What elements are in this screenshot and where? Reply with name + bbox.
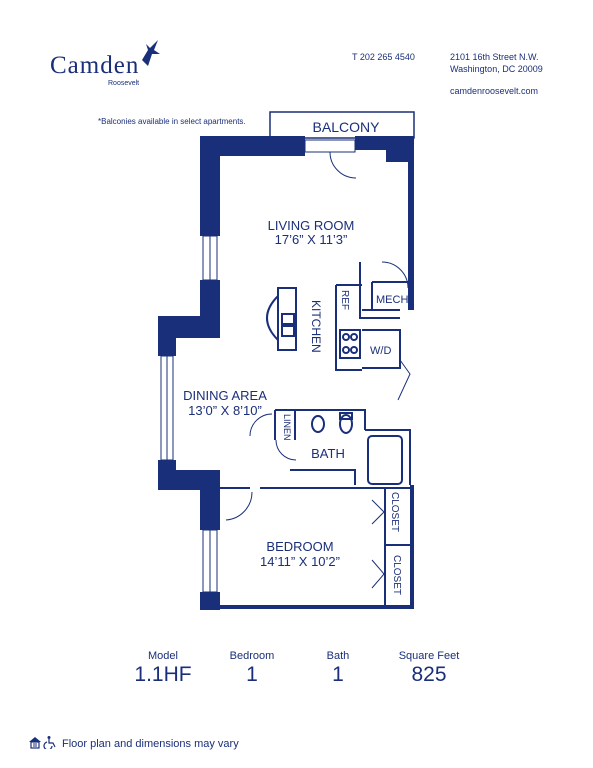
spec-value-square-feet: 825 [411,663,447,686]
linen-label: LINEN [282,414,292,441]
living-room-dimensions: 17’6” X 11’3” [275,232,348,247]
footer-icons [28,735,58,754]
wd-label: W/D [370,345,391,357]
contact-website[interactable]: camdenroosevelt.com [450,86,539,96]
spec-label-bedroom: Bedroom [229,650,275,662]
ref-label: REF [339,290,350,310]
bedroom-dimensions: 14’11” X 10’2” [260,554,340,569]
kitchen-label: KITCHEN [309,300,323,353]
floor-plan: BALCONY LIVING ROOM 17’6” X 11’3” KITCHE… [158,111,415,610]
wheelchair-icon [43,736,56,751]
equal-housing-icon [29,737,41,749]
contact-address-line2: Washington, DC 20009 [450,64,543,74]
spec-label-square-feet: Square Feet [398,650,460,662]
closet-2-label: CLOSET [391,555,402,595]
spec-value-bedroom: 1 [246,663,258,686]
contact-phone: T 202 265 4540 [352,52,415,62]
balcony-note: *Balconies available in select apartment… [98,117,246,126]
spec-label-bath: Bath [326,650,350,662]
hummingbird-logo-icon [142,40,160,66]
dining-area-dimensions: 13’0” X 8’10” [188,403,262,418]
balcony-label: BALCONY [313,119,381,135]
contact-address-line1: 2101 16th Street N.W. [450,52,539,62]
spec-label-model: Model [148,650,178,662]
living-room-label: LIVING ROOM [268,218,355,233]
footer-disclaimer: Floor plan and dimensions may vary [62,738,239,750]
spec-value-bath: 1 [332,663,344,686]
bath-label: BATH [311,446,345,461]
brand-subtitle: Roosevelt [108,80,140,87]
spec-value-model: 1.1HF [134,663,192,686]
mech-label: MECH [376,294,408,306]
bedroom-label: BEDROOM [266,539,333,554]
closet-1-label: CLOSET [389,492,400,532]
brand-name: Camden [50,52,140,79]
dining-area-label: DINING AREA [183,388,267,403]
